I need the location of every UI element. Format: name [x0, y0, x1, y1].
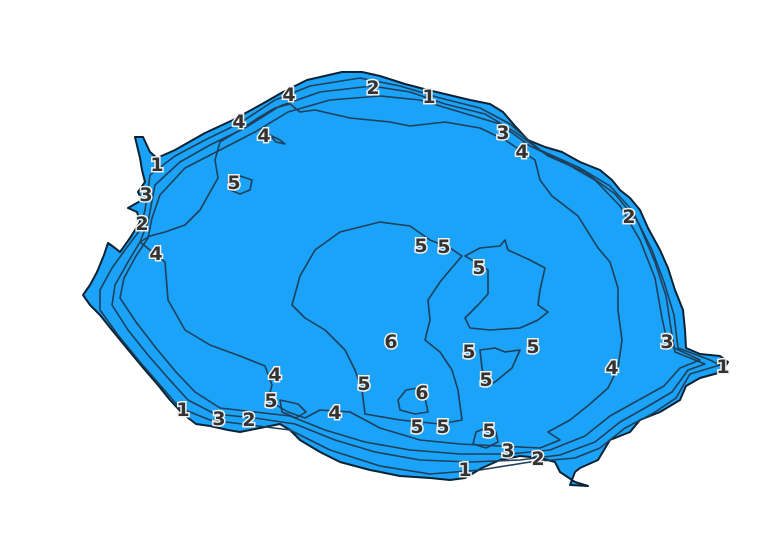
contour-label: 5 [437, 236, 450, 258]
contour-label: 5 [227, 172, 240, 194]
contour-level-5-bottom [472, 427, 499, 449]
contour-label: 5 [436, 416, 449, 438]
contour-label: 4 [605, 357, 618, 379]
contour-label: 5 [410, 416, 423, 438]
contour-label: 3 [139, 184, 152, 206]
contour-label: 2 [135, 213, 148, 235]
contour-label: 2 [622, 206, 635, 228]
contour-label: 5 [357, 373, 370, 395]
contour-level-5-south [279, 399, 307, 419]
contour-label: 1 [422, 86, 435, 108]
contour-label: 3 [212, 408, 225, 430]
contour-label: 2 [242, 409, 255, 431]
map-outline [82, 71, 729, 487]
contour-label: 5 [472, 257, 485, 279]
contour-level-5-blob [227, 175, 253, 195]
contour-label: 4 [149, 243, 162, 265]
contour-level-5-triangle [479, 347, 521, 387]
contour-label: 2 [366, 77, 379, 99]
contour-label: 2 [531, 448, 544, 470]
contour-label: 1 [458, 459, 471, 481]
contour-label: 4 [268, 364, 281, 386]
contour-label: 5 [526, 336, 539, 358]
contour-label: 4 [282, 84, 295, 106]
contour-label: 6 [415, 382, 428, 404]
contour-label: 4 [257, 125, 270, 147]
contour-label: 6 [384, 331, 397, 353]
contour-label: 4 [232, 111, 245, 133]
contour-label: 3 [501, 440, 514, 462]
contour-label: 5 [482, 420, 495, 442]
contour-label: 1 [150, 154, 163, 176]
contour-level-2 [111, 85, 706, 463]
contour-label: 5 [414, 235, 427, 257]
contour-label: 1 [716, 356, 729, 378]
contour-label: 1 [176, 399, 189, 421]
contour-label: 5 [264, 390, 277, 412]
contour-level-5 [291, 221, 463, 425]
contour-level-4 [139, 103, 623, 449]
contour-level-4-small [269, 134, 286, 145]
contour-label: 5 [462, 341, 475, 363]
contour-label: 4 [515, 141, 528, 163]
contour-level-5-loop [464, 239, 549, 331]
contour-label: 3 [660, 331, 673, 353]
contour-level-6-loop [397, 387, 429, 415]
contour-level-1 [99, 77, 721, 475]
contour-label: 4 [328, 402, 341, 424]
contour-label: 5 [479, 369, 492, 391]
contour-label: 3 [496, 122, 509, 144]
contour-level-3 [119, 95, 701, 455]
